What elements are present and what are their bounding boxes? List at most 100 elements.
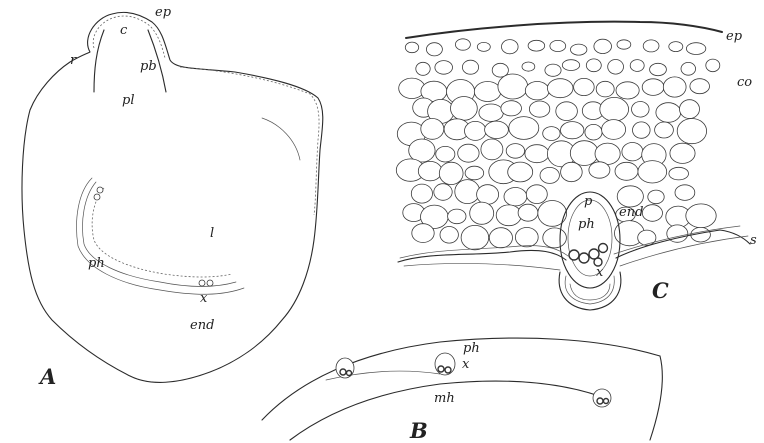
cortex-cell: [477, 185, 499, 205]
cortex-cell: [615, 162, 638, 180]
cortex-cell: [489, 228, 512, 248]
cortex-cell: [608, 60, 624, 75]
cortex-cell: [528, 40, 545, 51]
cortex-cell: [479, 104, 503, 121]
panel-b-right-edge: [650, 356, 662, 440]
cortex-cell: [529, 101, 549, 117]
cortex-cell: [462, 60, 478, 74]
cortex-cell: [405, 42, 418, 53]
panel-a-inner-curve: [262, 118, 300, 160]
panel-a-label-c: c: [120, 23, 128, 38]
cortex-cell: [547, 79, 573, 98]
cortex-cell: [650, 63, 667, 75]
cortex-cell: [655, 122, 674, 138]
cortex-cell: [706, 59, 720, 72]
cortex-cell: [498, 74, 528, 99]
cortex-cell: [670, 143, 695, 163]
cortex-cell: [440, 227, 458, 244]
cortex-cell: [571, 44, 587, 55]
cortex-cell: [426, 43, 442, 56]
cortex-cell: [436, 146, 455, 162]
cortex-cell: [509, 117, 539, 140]
cortex-cell: [451, 97, 478, 121]
cortex-cell: [409, 139, 435, 162]
cortex-cell: [686, 43, 705, 55]
cortex-cell: [600, 97, 629, 121]
cortex-cell: [543, 228, 567, 248]
panel-a-bundle-cell: [94, 194, 100, 200]
panel-a-bundle-cell: [207, 280, 213, 286]
panel-a-label-pl: pl: [122, 93, 134, 108]
panel-c-section: ep co p ph end s x C: [396, 22, 757, 310]
panel-c-cortex-cells: [396, 39, 720, 250]
panel-a-section: ep c r pb pl l ph x end A: [22, 5, 323, 389]
cortex-cell: [518, 204, 538, 221]
panel-c-label-ph: ph: [578, 217, 595, 232]
cortex-cell: [470, 202, 494, 224]
panel-a-r-strand: [94, 30, 104, 92]
panel-a-bundle-cell: [199, 280, 205, 286]
cortex-cell: [616, 82, 639, 99]
cortex-cell: [448, 209, 466, 224]
cortex-cell: [540, 167, 559, 183]
panel-a-bundle-cell: [97, 187, 103, 193]
cortex-cell: [574, 78, 595, 95]
cortex-cell: [596, 81, 614, 97]
panel-b-label-mh: mh: [434, 391, 455, 406]
panel-c-letter: C: [652, 278, 669, 303]
cortex-cell: [570, 141, 598, 166]
panel-b-letter: B: [409, 418, 428, 443]
panel-b-bundle-left: [336, 358, 354, 378]
cortex-cell: [680, 100, 700, 119]
cortex-cell: [504, 188, 527, 206]
cortex-cell: [656, 103, 681, 123]
panel-b-outer-edge: [262, 338, 660, 420]
panel-a-label-ep: ep: [155, 5, 172, 20]
panel-a-label-pb: pb: [140, 59, 157, 74]
cortex-cell: [522, 62, 535, 71]
cortex-cell: [681, 62, 696, 75]
cortex-cell: [485, 121, 509, 138]
cortex-cell: [543, 127, 560, 141]
cortex-cell: [642, 205, 662, 222]
cortex-cell: [416, 62, 430, 75]
cortex-cell: [455, 180, 480, 204]
panel-c-label-p: p: [584, 194, 593, 209]
cortex-cell: [686, 204, 716, 228]
cortex-cell: [525, 145, 549, 163]
cortex-cell: [648, 190, 664, 204]
cortex-cell: [515, 228, 538, 247]
panel-c-label-x: x: [596, 265, 604, 280]
cortex-cell: [594, 39, 612, 53]
cortex-cell: [496, 205, 521, 226]
cortex-cell: [461, 225, 489, 249]
panel-b-bundle-middle: [435, 353, 455, 375]
cortex-cell: [589, 162, 610, 178]
cortex-cell: [677, 119, 706, 144]
panel-c-label-end: end: [619, 205, 643, 220]
cortex-cell: [439, 162, 463, 184]
cortex-cell: [550, 40, 566, 51]
cortex-cell: [465, 121, 487, 140]
cortex-cell: [617, 40, 631, 49]
cortex-cell: [690, 79, 710, 94]
panel-c-label-co: co: [737, 75, 752, 90]
cortex-cell: [586, 59, 601, 72]
panel-c-label-s: s: [750, 233, 757, 248]
panel-a-epidermis-dots: [93, 16, 319, 215]
cortex-cell: [633, 122, 651, 138]
cortex-cell: [562, 60, 579, 71]
panel-a-outline: [22, 12, 323, 382]
cortex-cell: [418, 161, 442, 180]
cortex-cell: [474, 82, 501, 102]
cortex-cell: [411, 184, 432, 203]
cortex-cell: [663, 77, 686, 97]
cortex-cell: [434, 184, 452, 201]
cortex-cell: [435, 61, 453, 75]
cortex-cell: [506, 144, 524, 159]
cortex-cell: [545, 64, 561, 76]
cortex-cell: [455, 39, 470, 50]
panel-c-label-ep: ep: [726, 29, 743, 44]
panel-a-label-end: end: [190, 318, 214, 333]
